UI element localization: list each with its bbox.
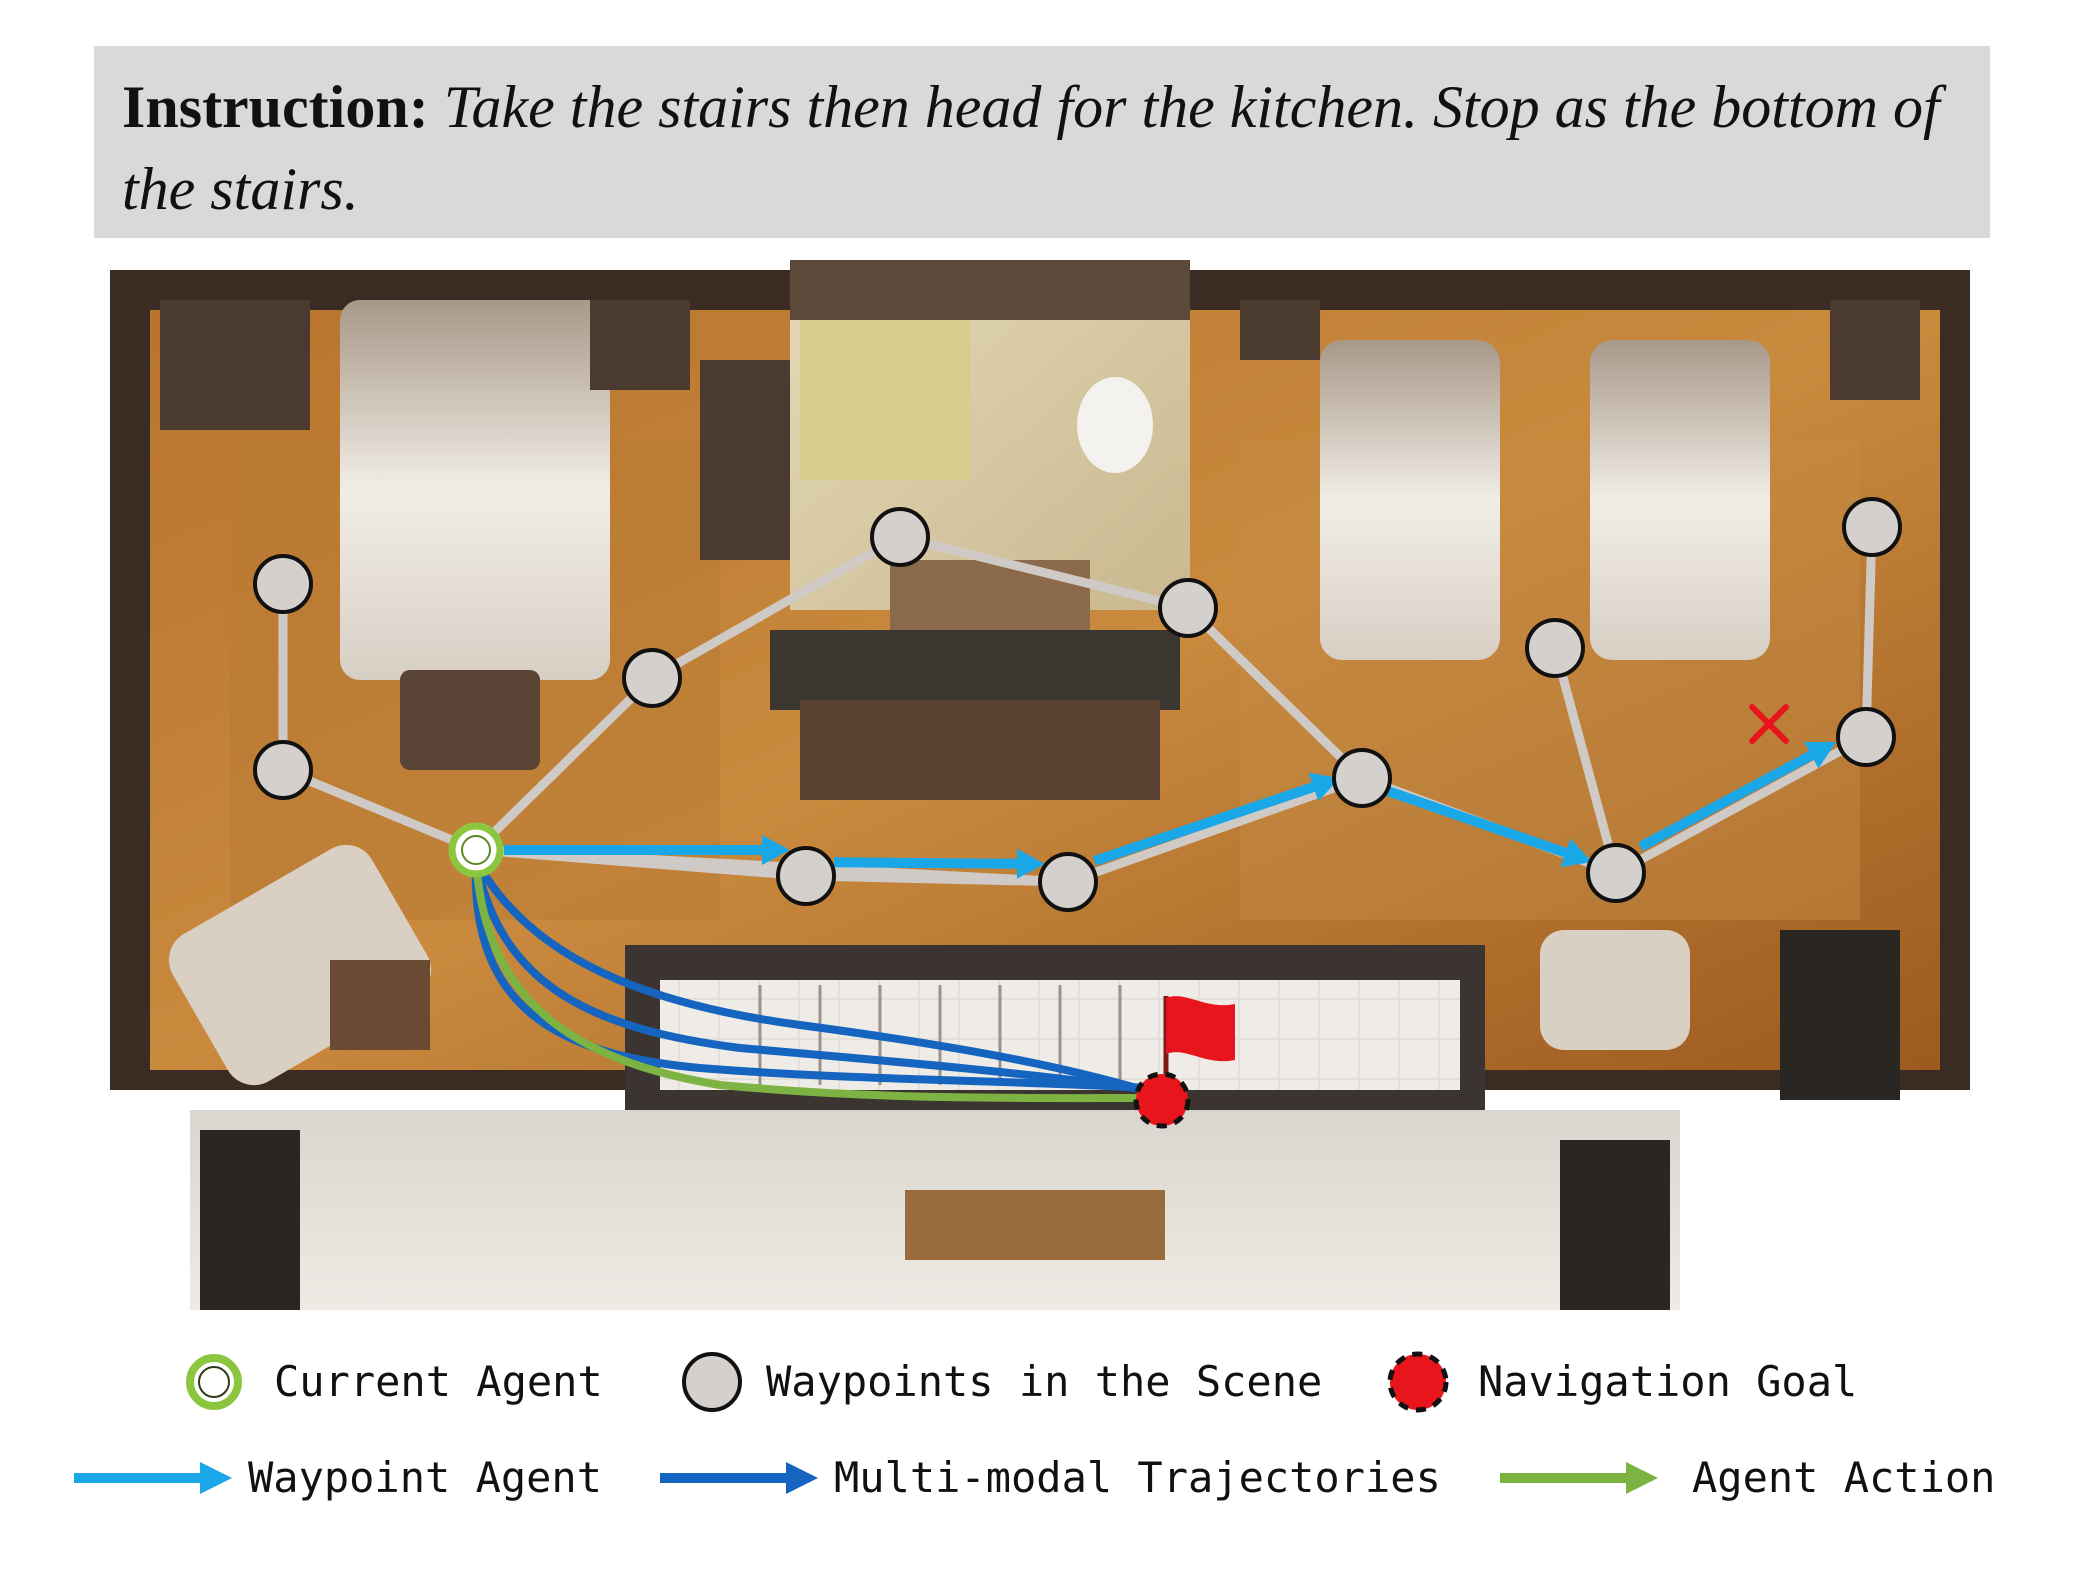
ottoman <box>400 670 540 770</box>
waypoint-icon <box>1038 852 1098 912</box>
legend-waypoint-icon <box>682 1352 742 1412</box>
current-agent-icon <box>448 822 504 878</box>
edge-i-j <box>1550 643 1621 878</box>
legend-current-agent-icon <box>186 1354 242 1410</box>
goal-flag-icon <box>1166 996 1235 1062</box>
waypoint-icon <box>1842 497 1902 557</box>
wrong-stop-icon <box>1749 704 1789 744</box>
shower <box>800 320 970 480</box>
waypoint-nodes <box>253 497 1902 912</box>
waypoint-icon <box>253 740 313 800</box>
legend-multimodal-arrow <box>660 1462 818 1494</box>
toilet <box>1077 377 1153 473</box>
waypoint-agent-segment <box>1638 750 1814 852</box>
waypoint-agent-segment <box>1092 782 1316 866</box>
nightstand-left <box>160 300 310 430</box>
waypoint-icon <box>870 507 930 567</box>
kitchen-counter <box>905 1190 1165 1260</box>
edge-agent-g <box>471 845 1073 887</box>
edge-c-d <box>647 532 905 683</box>
cabinet <box>700 360 790 560</box>
multimodal-trajectory <box>472 856 1154 1096</box>
sink <box>890 560 1090 630</box>
waypoint-agent-segment <box>1386 786 1568 858</box>
trajectory-group <box>471 856 1154 1103</box>
waypoint-icon <box>1158 578 1218 638</box>
waypoint-icon <box>1836 707 1896 767</box>
waypoint-icon <box>1586 843 1646 903</box>
edge-k-l <box>1861 522 1877 742</box>
instruction-label: Instruction: <box>122 74 429 140</box>
edge-d-e <box>895 532 1193 613</box>
bed-left <box>340 300 610 680</box>
navigation-goal-marker <box>1133 1071 1191 1129</box>
waypoint-icon <box>253 554 313 614</box>
divider-wall <box>770 630 1180 710</box>
edge-agent-c <box>471 673 657 855</box>
navigation-goal <box>1133 996 1235 1129</box>
edge-j-k <box>1611 732 1871 878</box>
legend-navigation-goal-icon <box>1387 1351 1449 1413</box>
waypoint-icon <box>1332 748 1392 808</box>
legend-symbols <box>74 1351 1658 1494</box>
legend-multimodal: Multi-modal Trajectories <box>834 1453 1441 1502</box>
legend-agent-action: Agent Action <box>1692 1453 1996 1502</box>
legend-navigation-goal: Navigation Goal <box>1478 1357 1858 1406</box>
legend-waypoint-agent: Waypoint Agent <box>248 1453 603 1502</box>
legend-waypoints: Waypoints in the Scene <box>766 1357 1323 1406</box>
nightstand-right-2 <box>1830 300 1920 400</box>
edge-e-h <box>1183 603 1367 783</box>
wood-panel <box>800 700 1160 800</box>
waypoint-icon <box>1525 618 1585 678</box>
nightstand-right <box>1240 300 1320 360</box>
side-table <box>330 960 430 1050</box>
multimodal-trajectory <box>471 856 1154 1092</box>
instruction-box: Instruction: Take the stairs then head f… <box>94 46 1990 238</box>
kitchen-cabinet-left <box>200 1130 300 1310</box>
edge-g-h <box>1063 773 1367 887</box>
legend-waypoint-agent-arrow <box>74 1462 232 1494</box>
floor-plan <box>110 260 1970 1310</box>
legend-current-agent: Current Agent <box>274 1357 603 1406</box>
fridge <box>1780 930 1900 1100</box>
edge-b-agent <box>278 765 481 855</box>
nightstand-left-2 <box>590 300 690 390</box>
waypoint-agent-arrowhead <box>1560 838 1592 867</box>
waypoint-icon <box>622 648 682 708</box>
waypoint-agent-arrowhead <box>1016 848 1045 879</box>
bed-right-2 <box>1590 340 1770 660</box>
agent-action-trajectory <box>472 856 1154 1103</box>
kitchen-cabinet-right <box>1560 1140 1670 1310</box>
waypoint-agent-path <box>504 742 1836 879</box>
current-agent <box>448 822 504 878</box>
bed-right-1 <box>1320 340 1500 660</box>
multimodal-trajectory <box>472 856 1154 1094</box>
bathroom-shelf <box>790 260 1190 320</box>
waypoint-agent-segment <box>833 857 1018 869</box>
instruction-text: Take the stairs then head for the kitche… <box>122 74 1940 222</box>
armchair-right <box>1540 930 1690 1050</box>
waypoint-icon <box>776 846 836 906</box>
legend-agent-action-arrow <box>1500 1462 1658 1494</box>
waypoint-edges <box>278 522 1877 887</box>
waypoint-agent-arrowhead <box>1804 742 1836 769</box>
waypoint-agent-arrowhead <box>762 835 790 865</box>
